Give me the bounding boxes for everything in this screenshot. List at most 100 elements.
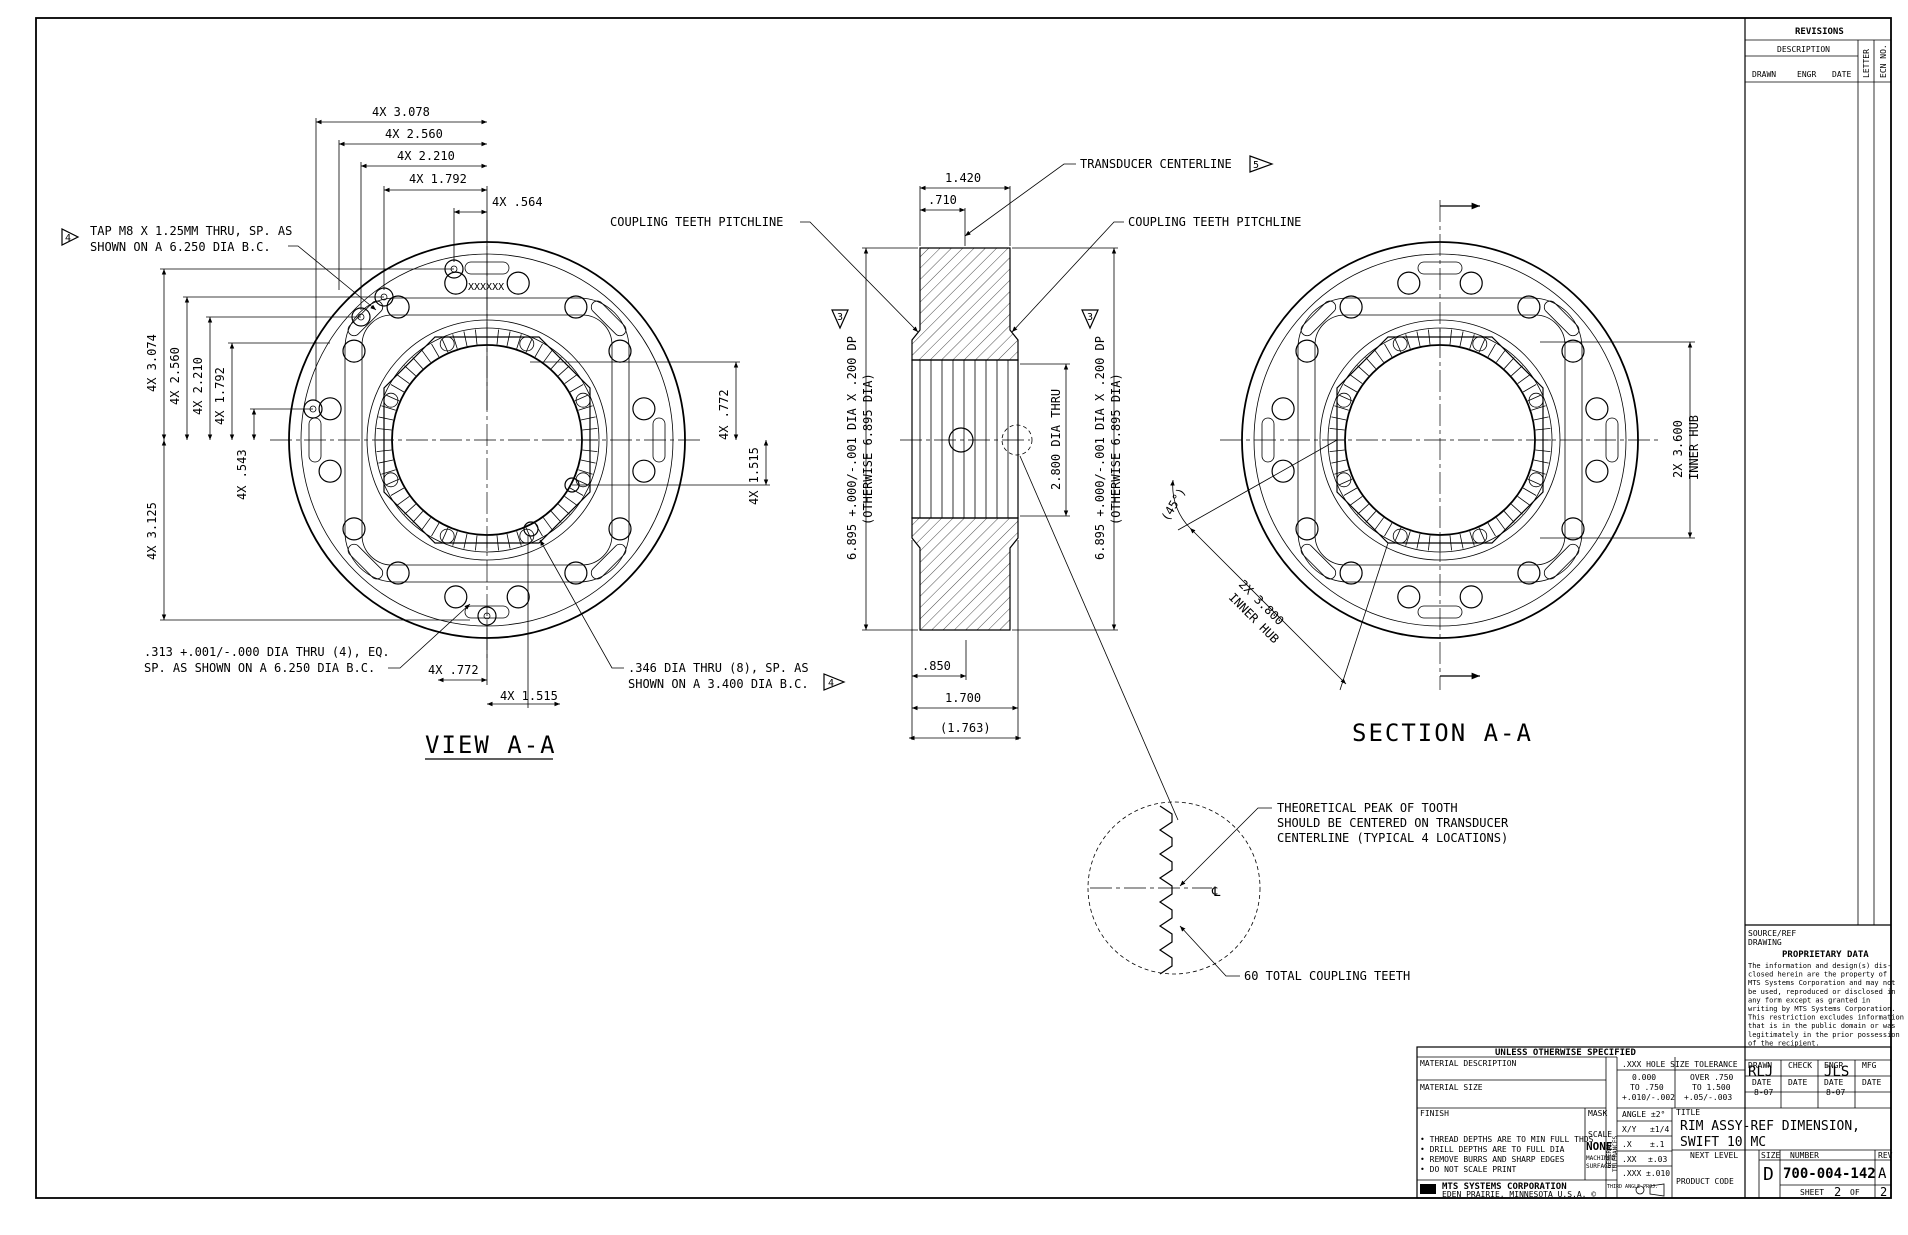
engr-label: ENGR	[1824, 1061, 1843, 1070]
revisions-letter: LETTER	[1862, 49, 1871, 78]
coupling-tooth	[534, 343, 543, 358]
dim-right-772: 4X .772	[717, 389, 731, 440]
hole-note-line1: .313 +.001/-.000 DIA THRU (4), EQ.	[144, 645, 390, 659]
coupling-tooth	[431, 522, 440, 537]
coupling-tooth	[1338, 394, 1353, 402]
coupling-tooth	[1469, 334, 1475, 349]
number-label: NUMBER	[1790, 1151, 1819, 1160]
coupling-tooth	[1343, 487, 1358, 496]
coupling-tooth	[1511, 365, 1523, 377]
date-label-drawn: DATE	[1752, 1078, 1771, 1087]
coupling-tooth	[1428, 535, 1431, 551]
bolt-hole	[386, 295, 410, 319]
proprietary-line: This restriction excludes information	[1748, 1014, 1904, 1022]
bolt-hole	[1585, 459, 1609, 483]
rim-slot	[1300, 543, 1337, 580]
coupling-tooth	[404, 365, 416, 377]
coupling-tooth	[396, 496, 410, 506]
coupling-tooth	[1331, 459, 1347, 464]
coupling-tooth	[390, 384, 405, 393]
coupling-tooth	[1394, 338, 1402, 353]
right-dia-flag: 3	[1087, 312, 1093, 323]
coupling-tooth	[376, 428, 392, 431]
coupling-tooth	[463, 331, 468, 347]
drawing-number: 700-004-142	[1783, 1166, 1876, 1182]
tap-note-flag: 4	[65, 233, 71, 244]
dim-bottom-1515: 4X 1.515	[500, 689, 558, 703]
proprietary-line: writing by MTS Systems Corporation.	[1748, 1005, 1896, 1013]
coupling-tooth	[580, 459, 596, 464]
coupling-tooth	[463, 533, 468, 549]
revisions-block: REVISIONS DESCRIPTION DRAWN ENGR DATE LE…	[1744, 18, 1904, 1198]
bolt-hole	[1561, 339, 1585, 363]
thru-note-line1: .346 DIA THRU (8), SP. AS	[628, 661, 809, 675]
proprietary-line: The information and design(s) dis-	[1748, 962, 1891, 970]
left-dia-line1: 6.895 +.000/-.001 DIA X .200 DP	[845, 336, 859, 560]
coupling-tooth	[1527, 478, 1542, 486]
company-location: EDEN PRAIRIE, MINNESOTA U.S.A. ©	[1442, 1190, 1596, 1199]
title-note-1: • THREAD DEPTHS ARE TO MIN FULL THDS	[1420, 1135, 1594, 1144]
coupling-tooth	[578, 405, 593, 411]
thru-dia-label: 2.800 DIA THRU	[1049, 389, 1063, 490]
coupling-tooth	[452, 334, 458, 349]
title-line1: RIM ASSY-REF DIMENSION,	[1680, 1119, 1860, 1134]
scale-value: NONE	[1586, 1140, 1613, 1153]
coupling-tooth	[1365, 511, 1377, 523]
coupling-tooth	[558, 503, 570, 515]
company-name: MTS SYSTEMS CORPORATION	[1442, 1182, 1567, 1192]
dim-top-564: 4X .564	[492, 195, 543, 209]
right-dia-line2: (OTHERWISE 6.895 DIA)	[1109, 373, 1123, 525]
coupling-tooth	[1487, 522, 1496, 537]
coupling-tooth	[1449, 535, 1452, 551]
dim-1763: (1.763)	[940, 721, 991, 735]
coupling-tooth	[1496, 349, 1506, 363]
surfaces-label: SURFACES	[1586, 1163, 1615, 1170]
dim-left-3125: 4X 3.125	[145, 502, 159, 560]
coupling-tooth	[381, 469, 396, 475]
date-label-check: DATE	[1788, 1078, 1807, 1087]
thru-note-line2: SHOWN ON A 3.400 DIA B.C.	[628, 677, 809, 691]
coupling-tooth	[506, 533, 511, 549]
bolt-hole	[318, 459, 342, 483]
coupling-tooth	[412, 511, 424, 523]
scale-label: SCALE	[1588, 1130, 1612, 1139]
proprietary-line: legitimately in the prior possession	[1748, 1031, 1900, 1039]
coupling-tooth	[1416, 533, 1421, 549]
dim-left-2560: 4X 2.560	[168, 347, 182, 405]
coupling-tooth	[396, 374, 410, 384]
angle-tol-label: ANGLE ±2°	[1622, 1110, 1665, 1119]
proprietary-line: any form except as granted in	[1748, 996, 1870, 1004]
size-value: D	[1763, 1164, 1774, 1185]
bolt-hole	[1339, 295, 1363, 319]
material-size-label: MATERIAL SIZE	[1420, 1083, 1483, 1092]
coupling-tooth	[1329, 428, 1345, 431]
dim-850: .850	[922, 659, 951, 673]
teeth-count-note: 60 TOTAL COUPLING TEETH	[1244, 969, 1410, 983]
coupling-tooth	[385, 394, 400, 402]
bolt-hole	[608, 517, 632, 541]
coupling-tooth	[412, 357, 424, 369]
side-view: 1.420 .710 TRANSDUCER CENTERLINE 5 COUPL…	[610, 155, 1301, 821]
rev-value: A	[1878, 1166, 1887, 1182]
transducer-flag: 5	[1253, 160, 1259, 171]
coupling-tooth	[496, 329, 499, 345]
unless-specified-label: UNLESS OTHERWISE SPECIFIED	[1495, 1048, 1636, 1058]
coupling-tooth	[1535, 449, 1551, 452]
coupling-tooth	[1517, 374, 1531, 384]
xmark-label: XXXXXX	[468, 282, 504, 293]
rim-slot	[1543, 300, 1580, 337]
revisions-drawn: DRAWN	[1752, 70, 1776, 79]
coupling-tooth	[1384, 343, 1393, 358]
bolt-hole	[386, 561, 410, 585]
coupling-tooth	[1533, 416, 1549, 421]
coupling-tooth	[1522, 487, 1537, 496]
dim-left-2210: 4X 2.210	[191, 357, 205, 415]
sheet-of: OF	[1850, 1188, 1860, 1197]
hole-note-line2: SP. AS SHOWN ON A 6.250 DIA B.C.	[144, 661, 375, 675]
coupling-tooth	[1349, 374, 1363, 384]
title-note-3: • REMOVE BURRS AND SHARP EDGES	[1420, 1155, 1565, 1164]
coupling-tooth	[558, 365, 570, 377]
coupling-tooth	[550, 511, 562, 523]
bolt-hole	[1517, 295, 1541, 319]
